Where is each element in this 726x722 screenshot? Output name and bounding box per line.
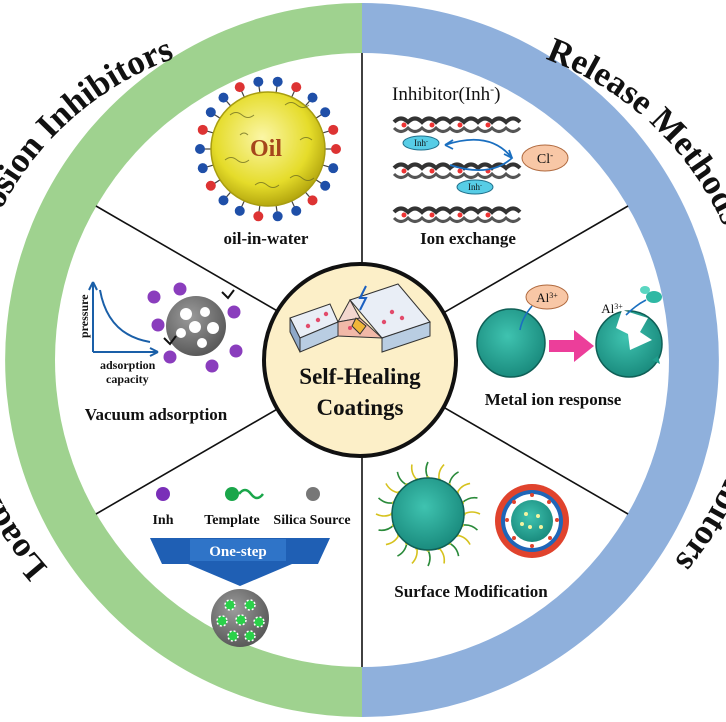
one-step-arrow-band [190, 539, 286, 561]
inh-ion-right-label: Inh- [468, 182, 482, 192]
capsule-breach [616, 310, 652, 350]
silica-legend-label: Silica Source [273, 513, 350, 528]
coating-crack-illustration [289, 283, 431, 353]
ion-exchange-sector: Inhibitor(Inh-) Inh- Inh- Cl- Ion exchan… [392, 82, 569, 248]
inh-ion-left [402, 135, 440, 151]
template-legend-label: Template [204, 513, 259, 528]
al-ion-released-label: Al3+ [601, 301, 623, 316]
vacuum-adsorption-sector: pressure adsorption capacity Vacuum adso… [77, 281, 243, 424]
center-disc [262, 262, 458, 458]
fragment-3 [652, 356, 660, 364]
surfactant-molecules [195, 76, 341, 222]
al-ion-arrow [519, 305, 533, 331]
one-step-label: One-step [209, 544, 267, 560]
inh-ion-left-label: Inh- [414, 138, 428, 148]
chloride-ion-label: Cl- [537, 150, 553, 167]
exchange-arrowhead-left [444, 139, 454, 150]
core-dots [520, 512, 543, 529]
al-ion-bubble-label: Al3+ [536, 290, 558, 305]
oil-in-water-sector: Oil oil-in-water [195, 76, 341, 248]
inh-legend-label: Inh [152, 513, 173, 528]
capsule-after [595, 310, 663, 378]
center-title-line1: Self-Healing [299, 364, 421, 389]
template-legend-dot [225, 487, 239, 501]
oil-in-water-label: oil-in-water [224, 229, 309, 248]
template-tail [238, 488, 264, 500]
metal-ion-sector: Al3+ Al3+ Metal ion response [476, 284, 663, 409]
fragment-1 [646, 291, 662, 303]
x-axis-label-line2: capacity [106, 372, 149, 386]
metal-ion-response-label: Metal ion response [485, 390, 622, 409]
one-step-sector: Inh Template Silica Source One-step [150, 487, 351, 647]
silica-legend-dot [306, 487, 320, 501]
x-axis-label-line1: adsorption [100, 358, 156, 372]
y-axis-label: pressure [77, 294, 91, 338]
ion-exchange-label: Ion exchange [420, 229, 516, 248]
fragment-2 [640, 286, 650, 294]
al-ion-bubble [525, 284, 569, 310]
inh-legend-dot [156, 487, 170, 501]
center-hub: Self-Healing Coatings [262, 262, 458, 458]
adsorption-arrows [163, 289, 235, 346]
pores [176, 307, 219, 348]
droplet-tails [224, 102, 315, 188]
shell-dots [505, 493, 559, 548]
capsule-before [476, 308, 546, 378]
oil-droplet-label: Oil [250, 136, 282, 162]
release-arrow [625, 299, 647, 316]
exchange-arrowhead-right [503, 149, 513, 159]
oil-droplet [210, 91, 326, 207]
chloride-ion [521, 144, 569, 172]
inhibitor-molecules [147, 282, 243, 373]
response-arrow [549, 330, 594, 362]
inhibitor-title: Inhibitor(Inh-) [392, 82, 500, 105]
surface-modification-sector: Surface Modification [375, 461, 569, 601]
center-title-line2: Coatings [317, 395, 404, 420]
polymer-chains [392, 116, 522, 223]
modified-particle [391, 477, 465, 551]
loaded-templates [216, 599, 265, 642]
vacuum-adsorption-label: Vacuum adsorption [85, 405, 228, 424]
surface-modification-label: Surface Modification [394, 582, 548, 601]
inh-ion-right [456, 179, 494, 195]
isotherm-axes [88, 281, 159, 357]
coated-capsule-core [511, 500, 553, 542]
